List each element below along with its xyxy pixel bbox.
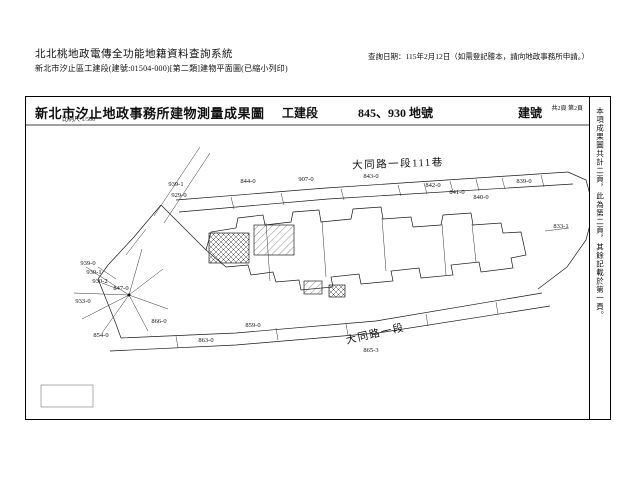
left-boundary-lines	[97, 146, 211, 339]
right-boundary-lines	[537, 171, 589, 290]
parcel-label: 839-0	[516, 178, 531, 185]
building-number-label: 建號	[518, 106, 543, 120]
parcel-label: 843-0	[363, 173, 378, 180]
parcel-label: 907-0	[298, 176, 313, 183]
side-note: 本項成果圖共計二頁，此為第二頁，其餘記載於第一頁。	[595, 107, 605, 320]
street-label: 大同路一段111巷	[352, 155, 444, 171]
parcel-label: 865-3	[363, 347, 378, 354]
cadastral-map: 844-0 907-0 843-0 842-0 841-0 840-0 839-0 833-1…	[26, 124, 589, 408]
scale-label: 比例尺 1/500	[62, 117, 96, 123]
parcel-label: 866-0	[151, 318, 166, 325]
parcel-label: 840-0	[473, 194, 488, 201]
hatched-unit-a	[208, 232, 250, 264]
parcel-label: 939-1	[168, 181, 183, 188]
system-title: 北北桃地政電傳全功能地籍資料查詢系統	[35, 49, 233, 60]
survey-rays	[73, 248, 169, 334]
parcel-label: 841-0	[449, 189, 464, 196]
section-label: 工建段	[282, 106, 319, 120]
street-label: 大同路一段	[345, 321, 406, 347]
parcel-label: 842-0	[425, 182, 440, 189]
street-lower-lines	[109, 292, 551, 352]
parcel-label: 929-0	[171, 192, 186, 199]
building-footprint	[205, 206, 527, 298]
parcel-label: 847-0	[113, 285, 128, 292]
page-count-label: 共2頁 第2頁	[551, 106, 583, 112]
parcel-number-label: 845、930 地號	[358, 106, 434, 120]
doc-title: 新北市汐止地政事務所建物測量成果圖	[35, 106, 265, 121]
parcel-label: 859-0	[245, 322, 260, 329]
stamp-box	[40, 384, 94, 408]
hatched-unit-c	[303, 280, 323, 295]
parcel-label: 930-1	[86, 269, 101, 276]
parcel-label: 854-0	[93, 332, 108, 339]
parcel-label: 930-2	[92, 278, 107, 285]
parcel-label: 833-1	[553, 223, 568, 230]
query-date: 查詢日期：115年2月12日（如需登記謄本，請向地政事務所申請。）	[368, 52, 589, 61]
parcel-label: 933-0	[75, 298, 90, 305]
map-labels: 844-0 907-0 843-0 842-0 841-0 840-0 839-0 833-1…	[75, 155, 568, 354]
hatched-unit-d	[328, 284, 346, 298]
street-upper-lines	[175, 171, 574, 213]
side-note-column: 本項成果圖共計二頁，此為第二頁，其餘記載於第一頁。	[589, 97, 610, 419]
survey-map-frame: 844-0 907-0 843-0 842-0 841-0 840-0 839-0 833-1…	[25, 96, 611, 420]
survey-point	[127, 293, 131, 297]
parcel-label: 844-0	[240, 178, 255, 185]
hatched-unit-b	[253, 224, 295, 256]
parcel-label: 863-0	[198, 337, 213, 344]
parcel-label: 939-0	[80, 260, 95, 267]
document-subtitle: 新北市汐止區工建段(建號:01504-000)[第二類]建物平面圖(已縮小列印)	[35, 64, 288, 73]
